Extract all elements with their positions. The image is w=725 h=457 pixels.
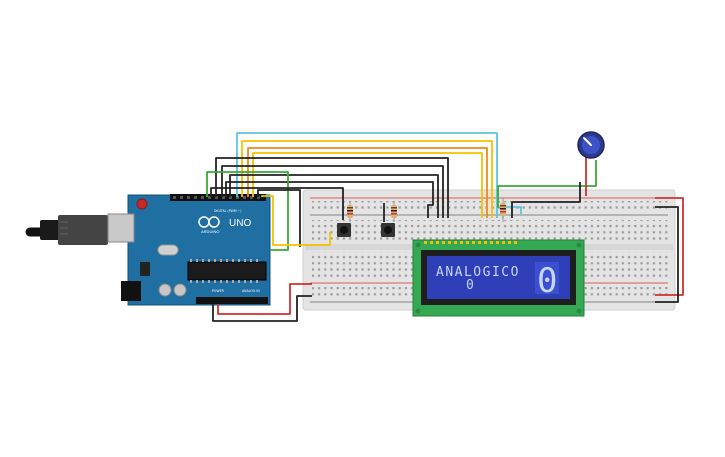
digital-header-label: DIGITAL (PWM ~) [214, 209, 241, 213]
analog-header-label: ANALOG IN [242, 289, 260, 293]
lcd-big-glyph: 0 [537, 261, 557, 301]
arduino-uno-board[interactable]: ARDUINO UNO DIGITAL (PWM ~) POWER ANALOG… [25, 194, 271, 306]
lcd-line-2: 0 [466, 278, 475, 293]
lcd-line-1: ANALOGICO [436, 265, 520, 280]
resistor-icon[interactable] [347, 201, 353, 222]
arduino-brand-label: ARDUINO [201, 229, 219, 234]
resistor-icon[interactable] [500, 198, 506, 222]
resistor-icon[interactable] [391, 201, 397, 222]
pushbutton-icon[interactable] [381, 223, 395, 237]
lcd-display[interactable]: ANALOGICO 0 0 [412, 239, 585, 317]
potentiometer-icon[interactable] [577, 131, 605, 159]
wire-bundle[interactable] [206, 132, 684, 322]
arduino-model-label: UNO [229, 218, 251, 229]
arduino-logo-icon [198, 216, 220, 228]
power-header-label: POWER [212, 289, 225, 293]
pushbutton-icon[interactable] [337, 223, 351, 237]
